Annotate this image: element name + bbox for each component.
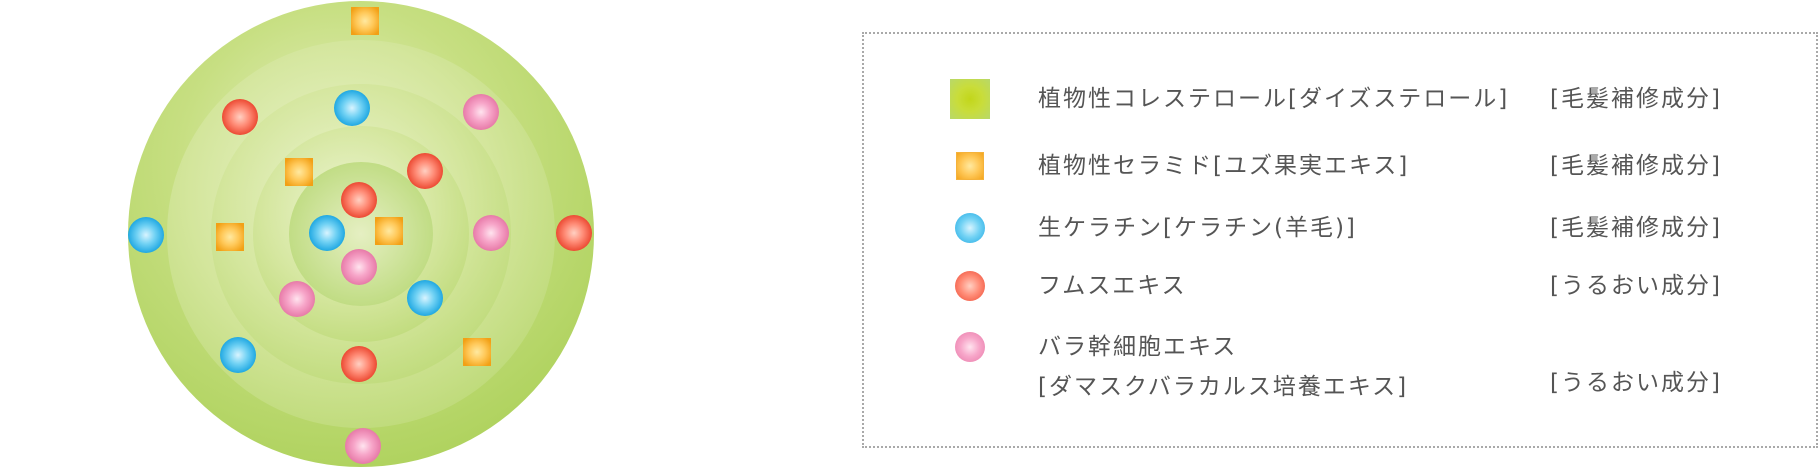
- ring-center: [289, 162, 433, 306]
- red-circle-marker: [341, 182, 377, 218]
- red-circle-icon: [955, 271, 985, 301]
- legend-name: フムスエキス: [1038, 273, 1187, 299]
- legend-name: バラ幹細胞エキス: [1038, 334, 1238, 360]
- orange-square-marker: [463, 338, 491, 366]
- blue-circle-marker: [407, 280, 443, 316]
- blue-circle-marker: [309, 215, 345, 251]
- blue-circle-icon: [955, 213, 985, 243]
- orange-square-icon: [956, 152, 984, 180]
- legend-row-plant-ceramide: 植物性セラミド[ユズ果実エキス] [毛髪補修成分]: [864, 143, 1820, 189]
- blue-circle-marker: [128, 217, 164, 253]
- legend-row-humus-extract: フムスエキス [うるおい成分]: [864, 263, 1820, 309]
- legend-category: [毛髪補修成分]: [1550, 153, 1722, 179]
- red-circle-marker: [407, 153, 443, 189]
- green-square-icon: [950, 79, 990, 119]
- red-circle-marker: [341, 346, 377, 382]
- concentric-rings: [128, 1, 594, 467]
- red-circle-marker: [556, 215, 592, 251]
- legend-row-rose-stem-cell: バラ幹細胞エキス [ダマスクバラカルス培養エキス] [うるおい成分]: [864, 324, 1820, 412]
- blue-circle-marker: [220, 337, 256, 373]
- legend-name: 植物性セラミド[ユズ果実エキス]: [1038, 153, 1410, 179]
- pink-circle-marker: [279, 281, 315, 317]
- legend-row-raw-keratin: 生ケラチン[ケラチン(羊毛)] [毛髪補修成分]: [864, 205, 1820, 251]
- pink-circle-marker: [473, 215, 509, 251]
- legend-name-second-line: [ダマスクバラカルス培養エキス]: [1038, 374, 1409, 400]
- orange-square-marker: [351, 7, 379, 35]
- legend-category: [うるおい成分]: [1550, 273, 1722, 299]
- legend-name: 植物性コレステロール[ダイズステロール]: [1038, 86, 1510, 112]
- red-circle-marker: [222, 99, 258, 135]
- orange-square-marker: [216, 223, 244, 251]
- pink-circle-marker: [463, 94, 499, 130]
- concentric-ingredient-diagram: [126, 0, 596, 468]
- blue-circle-marker: [334, 90, 370, 126]
- legend-category: [うるおい成分]: [1550, 370, 1722, 396]
- pink-circle-marker: [341, 249, 377, 285]
- ingredient-markers: [128, 7, 592, 464]
- legend-name: 生ケラチン[ケラチン(羊毛)]: [1038, 215, 1357, 241]
- orange-square-marker: [285, 158, 313, 186]
- legend-category: [毛髪補修成分]: [1550, 86, 1722, 112]
- orange-square-marker: [375, 217, 403, 245]
- diagram-svg: [128, 1, 594, 467]
- legend-row-plant-cholesterol: 植物性コレステロール[ダイズステロール] [毛髪補修成分]: [864, 76, 1820, 122]
- ingredient-legend: 植物性コレステロール[ダイズステロール] [毛髪補修成分] 植物性セラミド[ユズ…: [862, 32, 1818, 448]
- pink-circle-icon: [955, 332, 985, 362]
- legend-category: [毛髪補修成分]: [1550, 215, 1722, 241]
- pink-circle-marker: [345, 428, 381, 464]
